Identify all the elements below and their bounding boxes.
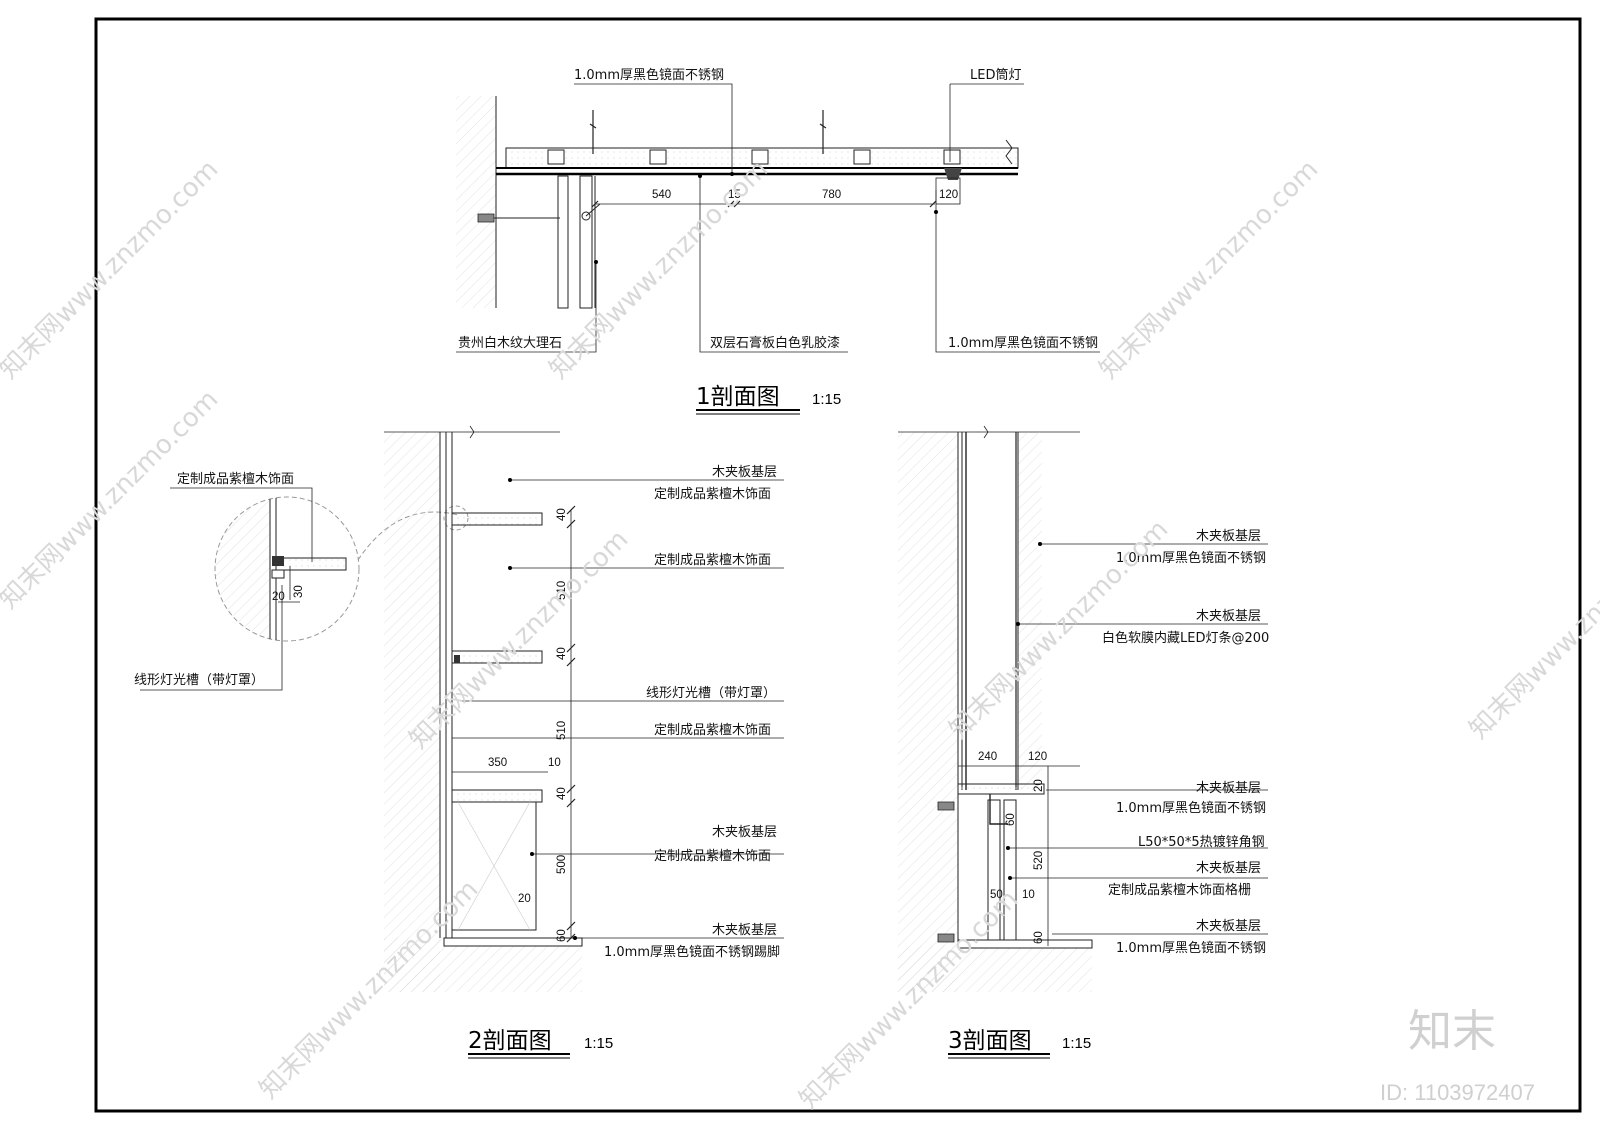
s1-scale: 1:15 (812, 391, 841, 408)
s3-label-3a: 木夹板基层 (1196, 781, 1261, 796)
s3-label-3b: 1.0mm厚黑色镜面不锈钢 (1116, 800, 1266, 816)
s1-dim-780: 780 (822, 189, 841, 201)
s2-dim-510a: 510 (556, 581, 568, 600)
anchor-bolt-icon (937, 933, 955, 943)
anchor-bolt-icon (477, 213, 495, 223)
watermark-layer: 知末网www.znzmo.com 知末网www.znzmo.com 知末网www… (0, 154, 1600, 1115)
shelf-2 (451, 650, 543, 664)
s2-label-6a: 木夹板基层 (712, 923, 777, 938)
s3-dim-50: 50 (990, 889, 1003, 901)
s1-label-bottom-steel: 1.0mm厚黑色镜面不锈钢 (948, 335, 1098, 351)
s3-label-1a: 木夹板基层 (1196, 529, 1261, 544)
watermark-brand: 知末 (1408, 1006, 1496, 1057)
s3-dim-520: 520 (1033, 851, 1045, 870)
section-2: 40 510 40 510 40 500 60 350 10 20 木夹板基层 … (384, 425, 784, 1059)
s3-scale: 1:15 (1062, 1035, 1091, 1052)
detail-callout: 定制成品紫檀木饰面 线形灯光槽（带灯罩） 20 30 (134, 471, 469, 691)
s1-dim-15: 15 (728, 189, 741, 201)
s2-dim-60: 60 (556, 929, 568, 942)
watermark-text: 知末网www.znzmo.com (1094, 154, 1325, 385)
detail-dim-30: 30 (293, 585, 305, 598)
s3-label-1b: 1.0mm厚黑色镜面不锈钢 (1116, 550, 1266, 566)
watermark-text: 知末网www.znzmo.com (0, 384, 224, 615)
s2-label-5b: 定制成品紫檀木饰面 (654, 848, 771, 864)
s3-dim-240: 240 (978, 751, 997, 763)
s3-label-2a: 木夹板基层 (1196, 609, 1261, 624)
s2-dim-40b: 40 (556, 647, 568, 660)
s3-label-4: L50*50*5热镀锌角钢 (1138, 834, 1265, 850)
watermark-text: 知末网www.znzmo.com (944, 514, 1175, 745)
s3-dim-10: 10 (1022, 889, 1035, 901)
section-3: 240 120 20 60 520 50 10 60 木夹板基层 1.0mm厚黑… (898, 425, 1269, 1059)
s2-label-5a: 木夹板基层 (712, 825, 777, 840)
s3-label-5b: 定制成品紫檀木饰面格栅 (1108, 882, 1251, 898)
s1-label-top-steel: 1.0mm厚黑色镜面不锈钢 (574, 67, 724, 83)
s3-dim-20: 20 (1033, 779, 1045, 792)
detail-dim-20: 20 (272, 591, 285, 603)
detail-label-bottom: 线形灯光槽（带灯罩） (134, 673, 264, 688)
watermark-text: 知末网www.znzmo.com (0, 154, 224, 385)
s3-label-2b: 白色软膜内藏LED灯条@200 (1102, 630, 1269, 646)
s1-label-marble: 贵州白木纹大理石 (458, 335, 562, 351)
shelf-1 (451, 512, 543, 526)
s2-dim-40a: 40 (556, 508, 568, 521)
watermark-id: ID: 1103972407 (1380, 1080, 1535, 1105)
section3-wall (898, 432, 958, 992)
s1-label-led: LED筒灯 (970, 67, 1021, 83)
s2-label-2: 定制成品紫檀木饰面 (654, 552, 771, 568)
s3-label-6b: 1.0mm厚黑色镜面不锈钢 (1116, 940, 1266, 956)
section1-wall (456, 96, 496, 308)
drawing-frame (94, 17, 1582, 1113)
s3-dim-60a: 60 (1005, 813, 1017, 826)
s3-dim-60b: 60 (1033, 931, 1045, 944)
s2-dim-350: 350 (488, 757, 507, 769)
s1-title: 1剖面图 (696, 384, 780, 410)
s2-scale: 1:15 (584, 1035, 613, 1052)
anchor-bolt-icon (937, 801, 955, 811)
s2-label-4: 定制成品紫檀木饰面 (654, 722, 771, 738)
s2-dim-20: 20 (518, 893, 531, 905)
detail-label-top: 定制成品紫檀木饰面 (177, 471, 294, 487)
s2-dim-40c: 40 (556, 787, 568, 800)
s2-dim-10: 10 (548, 757, 561, 769)
s3-label-5a: 木夹板基层 (1196, 861, 1261, 876)
s2-label-3: 线形灯光槽（带灯罩） (646, 686, 776, 701)
led-downlight-icon (944, 168, 962, 180)
s3-title: 3剖面图 (948, 1028, 1032, 1054)
s1-label-gypsum: 双层石膏板白色乳胶漆 (710, 335, 840, 351)
s1-dim-540: 540 (652, 189, 671, 201)
s2-dim-510b: 510 (556, 721, 568, 740)
s1-dim-120: 120 (939, 189, 958, 201)
s2-label-1a: 木夹板基层 (712, 465, 777, 480)
s2-title: 2剖面图 (468, 1028, 552, 1054)
s2-dim-500: 500 (556, 855, 568, 874)
section2-wall (384, 432, 440, 992)
s2-label-6b: 1.0mm厚黑色镜面不锈钢踢脚 (604, 944, 780, 960)
section-1: 540 15 780 120 1.0mm厚黑色镜面不锈钢 LED筒灯 贵州白木纹… (456, 67, 1100, 415)
s3-label-6a: 木夹板基层 (1196, 919, 1261, 934)
s3-dim-120: 120 (1028, 751, 1047, 763)
s2-label-1b: 定制成品紫檀木饰面 (654, 486, 771, 502)
